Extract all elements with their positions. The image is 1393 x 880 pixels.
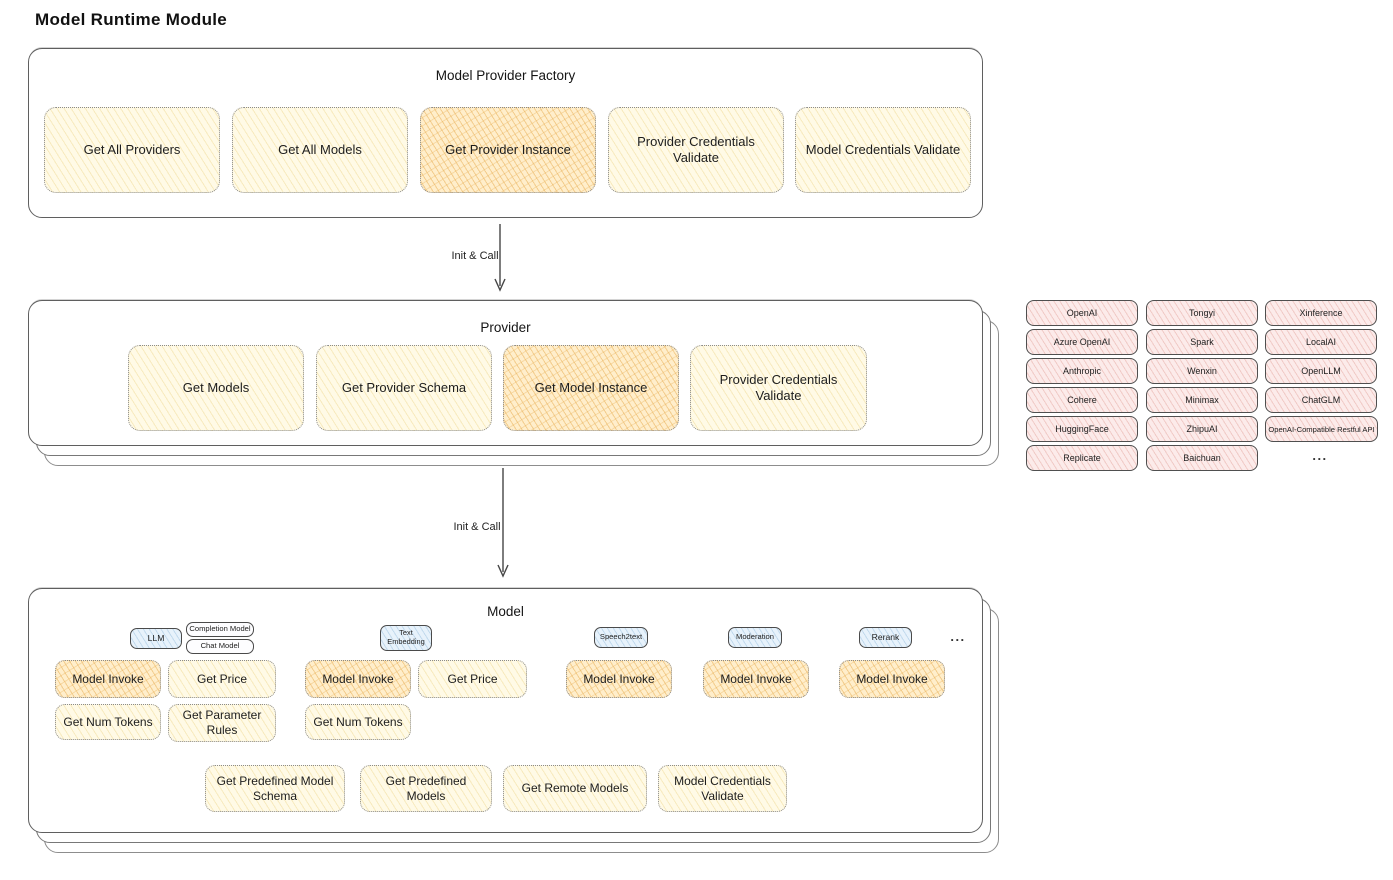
provider-pill-openllm: OpenLLM bbox=[1265, 358, 1377, 384]
model-title: Model bbox=[487, 604, 524, 619]
model-box-rerank-model-invoke: Model Invoke bbox=[839, 660, 945, 698]
provider-box-provider-credentials-validate: Provider Credentials Validate bbox=[690, 345, 867, 431]
model-box-speech2text-model-invoke: Model Invoke bbox=[566, 660, 672, 698]
provider-box-get-provider-schema: Get Provider Schema bbox=[316, 345, 492, 431]
model-box-llm-model-invoke: Model Invoke bbox=[55, 660, 161, 698]
model-type-chip-text-embedding: Text Embedding bbox=[380, 625, 432, 651]
provider-list-more-ellipsis: ... bbox=[1312, 448, 1328, 463]
provider-pill-baichuan: Baichuan bbox=[1146, 445, 1258, 471]
init-call-label-1: Init & Call bbox=[451, 250, 499, 262]
model-type-chip-speech2text: Speech2text bbox=[594, 627, 648, 648]
model-box-embedding-get-num-tokens: Get Num Tokens bbox=[305, 704, 411, 740]
provider-pill-tongyi: Tongyi bbox=[1146, 300, 1258, 326]
model-type-chip-completion-model: Completion Model bbox=[186, 622, 254, 637]
provider-box-get-models: Get Models bbox=[128, 345, 304, 431]
init-call-label-2: Init & Call bbox=[453, 521, 501, 533]
provider-pill-cohere: Cohere bbox=[1026, 387, 1138, 413]
init-call-arrow-1 bbox=[494, 224, 506, 292]
model-box-llm-get-price: Get Price bbox=[168, 660, 276, 698]
model-type-chip-rerank: Rerank bbox=[859, 627, 912, 648]
factory-box-provider-credentials-validate: Provider Credentials Validate bbox=[608, 107, 784, 193]
factory-box-get-all-models: Get All Models bbox=[232, 107, 408, 193]
init-call-arrow-2 bbox=[497, 468, 509, 578]
model-type-chip-llm: LLM bbox=[130, 628, 182, 649]
provider-title: Provider bbox=[480, 320, 531, 335]
model-box-get-predefined-model-schema: Get Predefined Model Schema bbox=[205, 765, 345, 812]
provider-pill-azure-openai: Azure OpenAI bbox=[1026, 329, 1138, 355]
provider-pill-replicate: Replicate bbox=[1026, 445, 1138, 471]
provider-pill-chatglm: ChatGLM bbox=[1265, 387, 1377, 413]
model-box-embedding-get-price: Get Price bbox=[418, 660, 527, 698]
provider-pill-spark: Spark bbox=[1146, 329, 1258, 355]
factory-box-get-provider-instance: Get Provider Instance bbox=[420, 107, 596, 193]
provider-pill-openai: OpenAI bbox=[1026, 300, 1138, 326]
provider-pill-anthropic: Anthropic bbox=[1026, 358, 1138, 384]
model-types-more-ellipsis: ... bbox=[950, 629, 966, 644]
provider-pill-openai-compatible-restful-api: OpenAI-Compatible Restful API bbox=[1265, 416, 1378, 442]
model-type-chip-chat-model: Chat Model bbox=[186, 639, 254, 654]
factory-box-get-all-providers: Get All Providers bbox=[44, 107, 220, 193]
model-box-get-remote-models: Get Remote Models bbox=[503, 765, 647, 812]
provider-pill-wenxin: Wenxin bbox=[1146, 358, 1258, 384]
model-type-chip-moderation: Moderation bbox=[728, 627, 782, 648]
provider-pill-huggingface: HuggingFace bbox=[1026, 416, 1138, 442]
provider-pill-zhipuai: ZhipuAI bbox=[1146, 416, 1258, 442]
provider-box-get-model-instance: Get Model Instance bbox=[503, 345, 679, 431]
provider-pill-localai: LocalAI bbox=[1265, 329, 1377, 355]
provider-pill-minimax: Minimax bbox=[1146, 387, 1258, 413]
provider-pill-xinference: Xinference bbox=[1265, 300, 1377, 326]
model-box-moderation-model-invoke: Model Invoke bbox=[703, 660, 809, 698]
factory-title: Model Provider Factory bbox=[435, 68, 576, 83]
model-box-llm-get-num-tokens: Get Num Tokens bbox=[55, 704, 161, 740]
page-title: Model Runtime Module bbox=[35, 10, 228, 29]
model-box-model-credentials-validate: Model Credentials Validate bbox=[658, 765, 787, 812]
factory-box-model-credentials-validate: Model Credentials Validate bbox=[795, 107, 971, 193]
model-box-get-predefined-models: Get Predefined Models bbox=[360, 765, 492, 812]
model-box-embedding-model-invoke: Model Invoke bbox=[305, 660, 411, 698]
model-box-llm-get-parameter-rules: Get Parameter Rules bbox=[168, 704, 276, 742]
